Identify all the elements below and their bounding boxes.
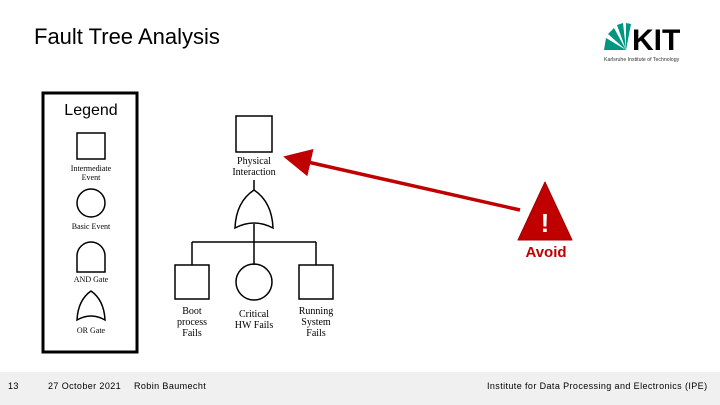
- child-critical-label-2: HW Fails: [235, 320, 274, 331]
- legend-intermediate-label-2: Event: [82, 173, 101, 182]
- legend-basic-event-label: Basic Event: [72, 222, 111, 231]
- child-running-label-2: System: [301, 317, 331, 328]
- footer-author: Robin Baumecht: [134, 381, 207, 391]
- top-event-label-1: Physical: [237, 156, 271, 167]
- legend-title: Legend: [64, 102, 117, 119]
- child-running-label-3: Fails: [306, 328, 326, 339]
- footer-bar: [0, 372, 720, 405]
- legend-and-gate-label: AND Gate: [74, 275, 109, 284]
- footer-institute: Institute for Data Processing and Electr…: [487, 381, 708, 391]
- warning-icon: [517, 181, 573, 241]
- slide-title: Fault Tree Analysis: [34, 24, 220, 49]
- child-boot-label-3: Fails: [182, 328, 202, 339]
- top-event-box: [235, 115, 273, 153]
- legend-or-gate-label: OR Gate: [77, 326, 106, 335]
- diagram-canvas: Legend Intermediate Event Basic Event AN…: [41, 91, 573, 354]
- footer-date: 27 October 2021: [48, 381, 122, 391]
- child-boot-label-1: Boot: [182, 306, 202, 317]
- child-critical-hw-circle: [235, 263, 273, 301]
- legend-and-gate-symbol: [76, 241, 106, 273]
- child-boot-box: [174, 264, 210, 300]
- logo-wordmark: KIT: [632, 24, 680, 57]
- legend-or-gate-symbol: [76, 290, 106, 322]
- child-running-label-1: Running: [299, 306, 333, 317]
- child-boot-label-2: process: [177, 317, 207, 328]
- child-running-box: [298, 264, 334, 300]
- kit-logo: KIT Karlsruhe Institute of Technology: [604, 23, 680, 63]
- warning-label: Avoid: [525, 244, 566, 261]
- legend-basic-event-symbol: [76, 188, 106, 218]
- warning-exclamation: !: [541, 208, 550, 238]
- legend-intermediate-event-symbol: [76, 132, 106, 160]
- legend-box: [41, 91, 139, 354]
- child-critical-label-1: Critical: [239, 309, 269, 320]
- legend-intermediate-label-1: Intermediate: [71, 164, 112, 173]
- logo-subtext: Karlsruhe Institute of Technology: [604, 57, 680, 63]
- footer-page-number: 13: [8, 381, 19, 391]
- top-event-label-2: Interaction: [232, 167, 275, 178]
- red-arrow: [283, 148, 521, 212]
- or-gate: [234, 189, 274, 230]
